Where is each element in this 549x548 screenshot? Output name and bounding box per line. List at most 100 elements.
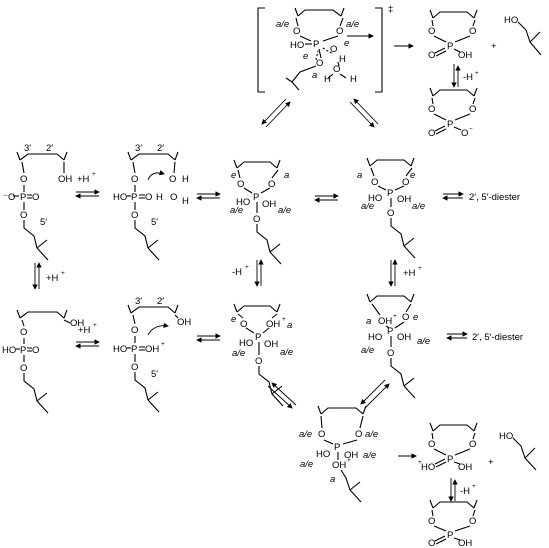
svg-text:a: a [357, 170, 362, 181]
svg-text:H: H [324, 74, 331, 85]
svg-text:O: O [255, 356, 262, 367]
svg-text:2′, 5′-diester: 2′, 5′-diester [472, 332, 523, 343]
svg-text:HO: HO [499, 431, 513, 442]
equilibrium-arrow-2 [196, 191, 221, 201]
transition-state: ‡ O O P a/e a/e HO O e e O H O H H a [257, 4, 393, 93]
svg-text:O: O [32, 345, 39, 356]
svg-text:P: P [447, 530, 453, 541]
deprotonation-arrows-bottom: -H + [448, 478, 476, 502]
cyclic-phosphate-anion: O O P O O − [428, 87, 478, 139]
svg-text:HO: HO [368, 193, 382, 204]
svg-text:O: O [20, 327, 27, 338]
svg-text:3′: 3′ [135, 296, 142, 307]
svg-text:a: a [330, 474, 335, 485]
svg-text:O: O [131, 210, 138, 221]
svg-text:⁻O: ⁻O [3, 192, 15, 203]
svg-text:H: H [350, 74, 357, 85]
svg-text:OH: OH [145, 344, 159, 355]
svg-text:O: O [131, 325, 138, 336]
svg-text:e: e [413, 312, 418, 323]
phosphorane-neutral-2: O O a e P HO OH a/e a/e O [357, 157, 425, 259]
diester-with-water: 3′ 2′ O O H HO P O H O H O 5′ [113, 143, 189, 261]
svg-text:P: P [387, 188, 393, 199]
svg-text:OH: OH [266, 319, 280, 330]
leaving-alcohol-bottom: HO [499, 431, 537, 471]
svg-text:O: O [316, 58, 323, 69]
svg-text:+: + [418, 459, 422, 466]
svg-text:+H: +H [78, 325, 91, 336]
svg-text:a/e: a/e [280, 347, 293, 358]
svg-text:a: a [366, 316, 371, 327]
svg-text:O: O [336, 26, 343, 37]
leaving-alcohol-top: HO [504, 15, 542, 56]
svg-text:OH: OH [397, 194, 411, 205]
svg-text:P: P [447, 454, 453, 465]
phosphorane-cation-1: O OH + e a P HO OH a/e a/e O [231, 303, 293, 407]
svg-text:HO: HO [368, 332, 382, 343]
svg-text:a: a [312, 70, 317, 81]
svg-text:P: P [253, 192, 259, 203]
svg-text:2′: 2′ [46, 143, 53, 154]
protonation-arrow-1: +H + [75, 171, 100, 199]
svg-text:a/e: a/e [230, 205, 243, 216]
svg-text:e: e [410, 170, 415, 181]
svg-text:P: P [334, 442, 340, 453]
svg-text:O: O [402, 312, 409, 323]
svg-text:P: P [387, 326, 393, 337]
svg-text:OH: OH [262, 199, 276, 210]
svg-text:+: + [418, 265, 422, 272]
svg-text:P: P [313, 39, 319, 50]
svg-text:P: P [20, 192, 26, 203]
diester-neutral: O OH HO P O O [2, 309, 84, 414]
svg-text:5′: 5′ [151, 217, 158, 228]
svg-text:a/e: a/e [412, 201, 425, 212]
svg-text:O: O [330, 44, 337, 55]
svg-text:OH: OH [332, 460, 346, 471]
svg-text:HO: HO [236, 197, 250, 208]
svg-text:a/e: a/e [363, 450, 376, 461]
svg-text:OH: OH [458, 462, 472, 473]
svg-text:OH: OH [378, 316, 392, 327]
svg-text:e: e [231, 170, 236, 181]
svg-text:O: O [20, 210, 27, 221]
svg-text:3′: 3′ [24, 143, 31, 154]
svg-text:+H: +H [46, 273, 59, 284]
svg-text:a/e: a/e [299, 429, 312, 440]
svg-text:a/e: a/e [300, 459, 313, 470]
svg-text:O: O [428, 26, 435, 37]
svg-text:O: O [387, 208, 394, 219]
lower-equilibrium-arrows [267, 379, 390, 409]
svg-text:O: O [253, 214, 260, 225]
cyclic-phosphate-top: O O P O OH [428, 9, 478, 61]
svg-text:+: + [61, 270, 65, 277]
svg-text:O: O [402, 177, 409, 188]
vertical-arrows: +H + -H + +H + [32, 259, 422, 290]
diester-anion: 3′ 2′ O OH P ⁻O O O 5′ [3, 143, 72, 261]
svg-text:O: O [371, 177, 378, 188]
svg-text:+: + [161, 341, 165, 348]
svg-text:2′: 2′ [157, 296, 164, 307]
phosphorane-cation-bottom: a/e O O a/e P HO OH a/e a/e OH + a [299, 405, 378, 503]
svg-text:a/e: a/e [417, 336, 430, 347]
svg-text:O: O [469, 26, 476, 37]
svg-text:P: P [255, 332, 261, 343]
svg-text:HO: HO [316, 449, 330, 460]
svg-text:O: O [428, 128, 435, 139]
svg-text:OH: OH [58, 174, 72, 185]
svg-text:HO: HO [421, 462, 435, 473]
phosphorane-neutral-1: O O e a P HO OH a/e a/e O [230, 159, 291, 265]
svg-text:a/e: a/e [365, 429, 378, 440]
svg-text:+: + [93, 322, 97, 329]
svg-text:HO: HO [113, 192, 127, 203]
svg-text:O: O [131, 362, 138, 373]
diester-arrow-upper: 2′, 5′-diester [442, 191, 520, 203]
svg-text:O: O [428, 538, 435, 548]
svg-text:+H: +H [77, 174, 90, 185]
svg-text:P: P [131, 192, 137, 203]
svg-text:O: O [333, 64, 340, 75]
svg-text:-H: -H [460, 486, 470, 497]
svg-text:OH: OH [344, 450, 358, 461]
svg-text:a: a [284, 170, 289, 181]
svg-text:O: O [355, 429, 362, 440]
